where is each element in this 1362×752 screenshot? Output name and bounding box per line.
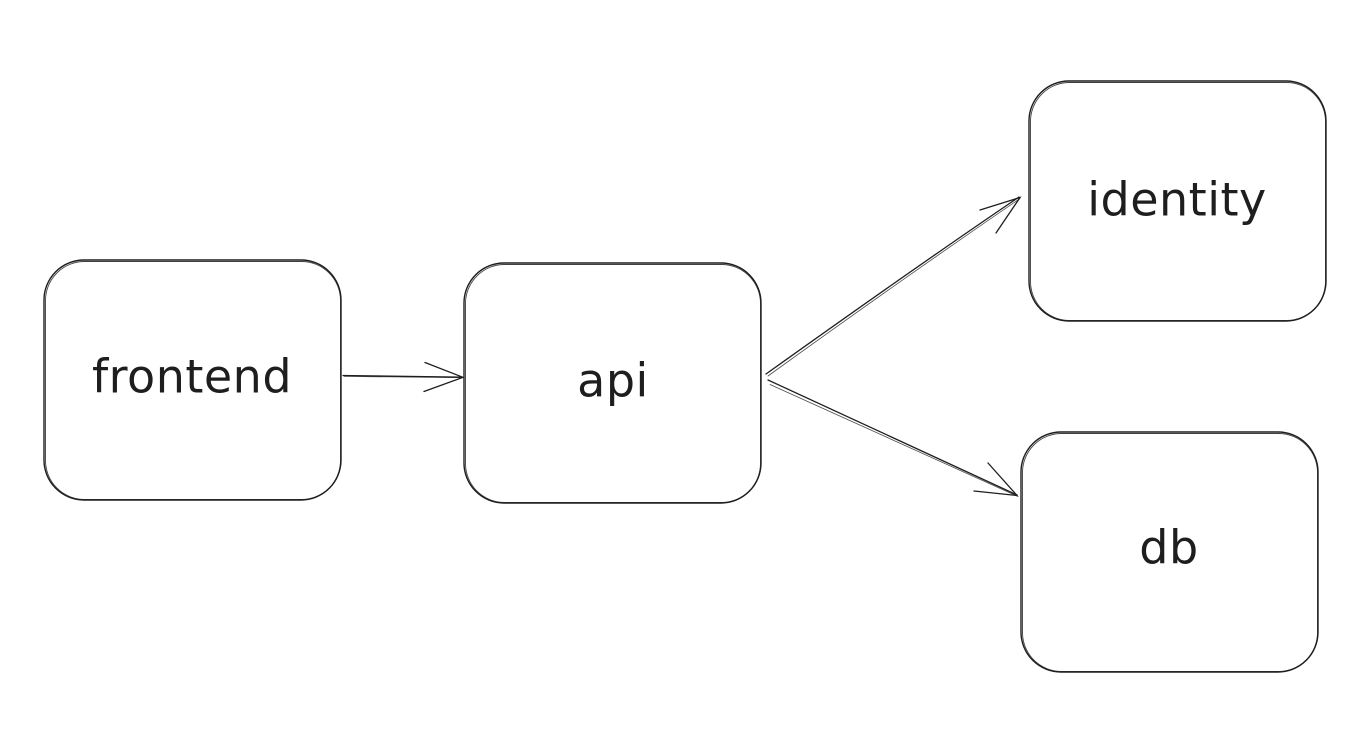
edge-api-identity[interactable] — [765, 196, 1022, 377]
edge-frontend-api[interactable] — [342, 361, 465, 393]
node-label-identity: identity — [1087, 173, 1267, 227]
node-label-db: db — [1139, 521, 1198, 575]
node-identity[interactable]: identity — [1028, 80, 1327, 322]
arrowhead-icon — [423, 361, 465, 393]
arrowhead-icon — [979, 196, 1022, 234]
node-label-api: api — [577, 354, 649, 408]
arrowhead-icon — [973, 462, 1019, 497]
node-frontend[interactable]: frontend — [43, 259, 342, 501]
node-api[interactable]: api — [463, 262, 762, 504]
edge-api-db[interactable] — [767, 379, 1019, 497]
node-db[interactable]: db — [1020, 431, 1319, 673]
node-label-frontend: frontend — [92, 350, 292, 404]
